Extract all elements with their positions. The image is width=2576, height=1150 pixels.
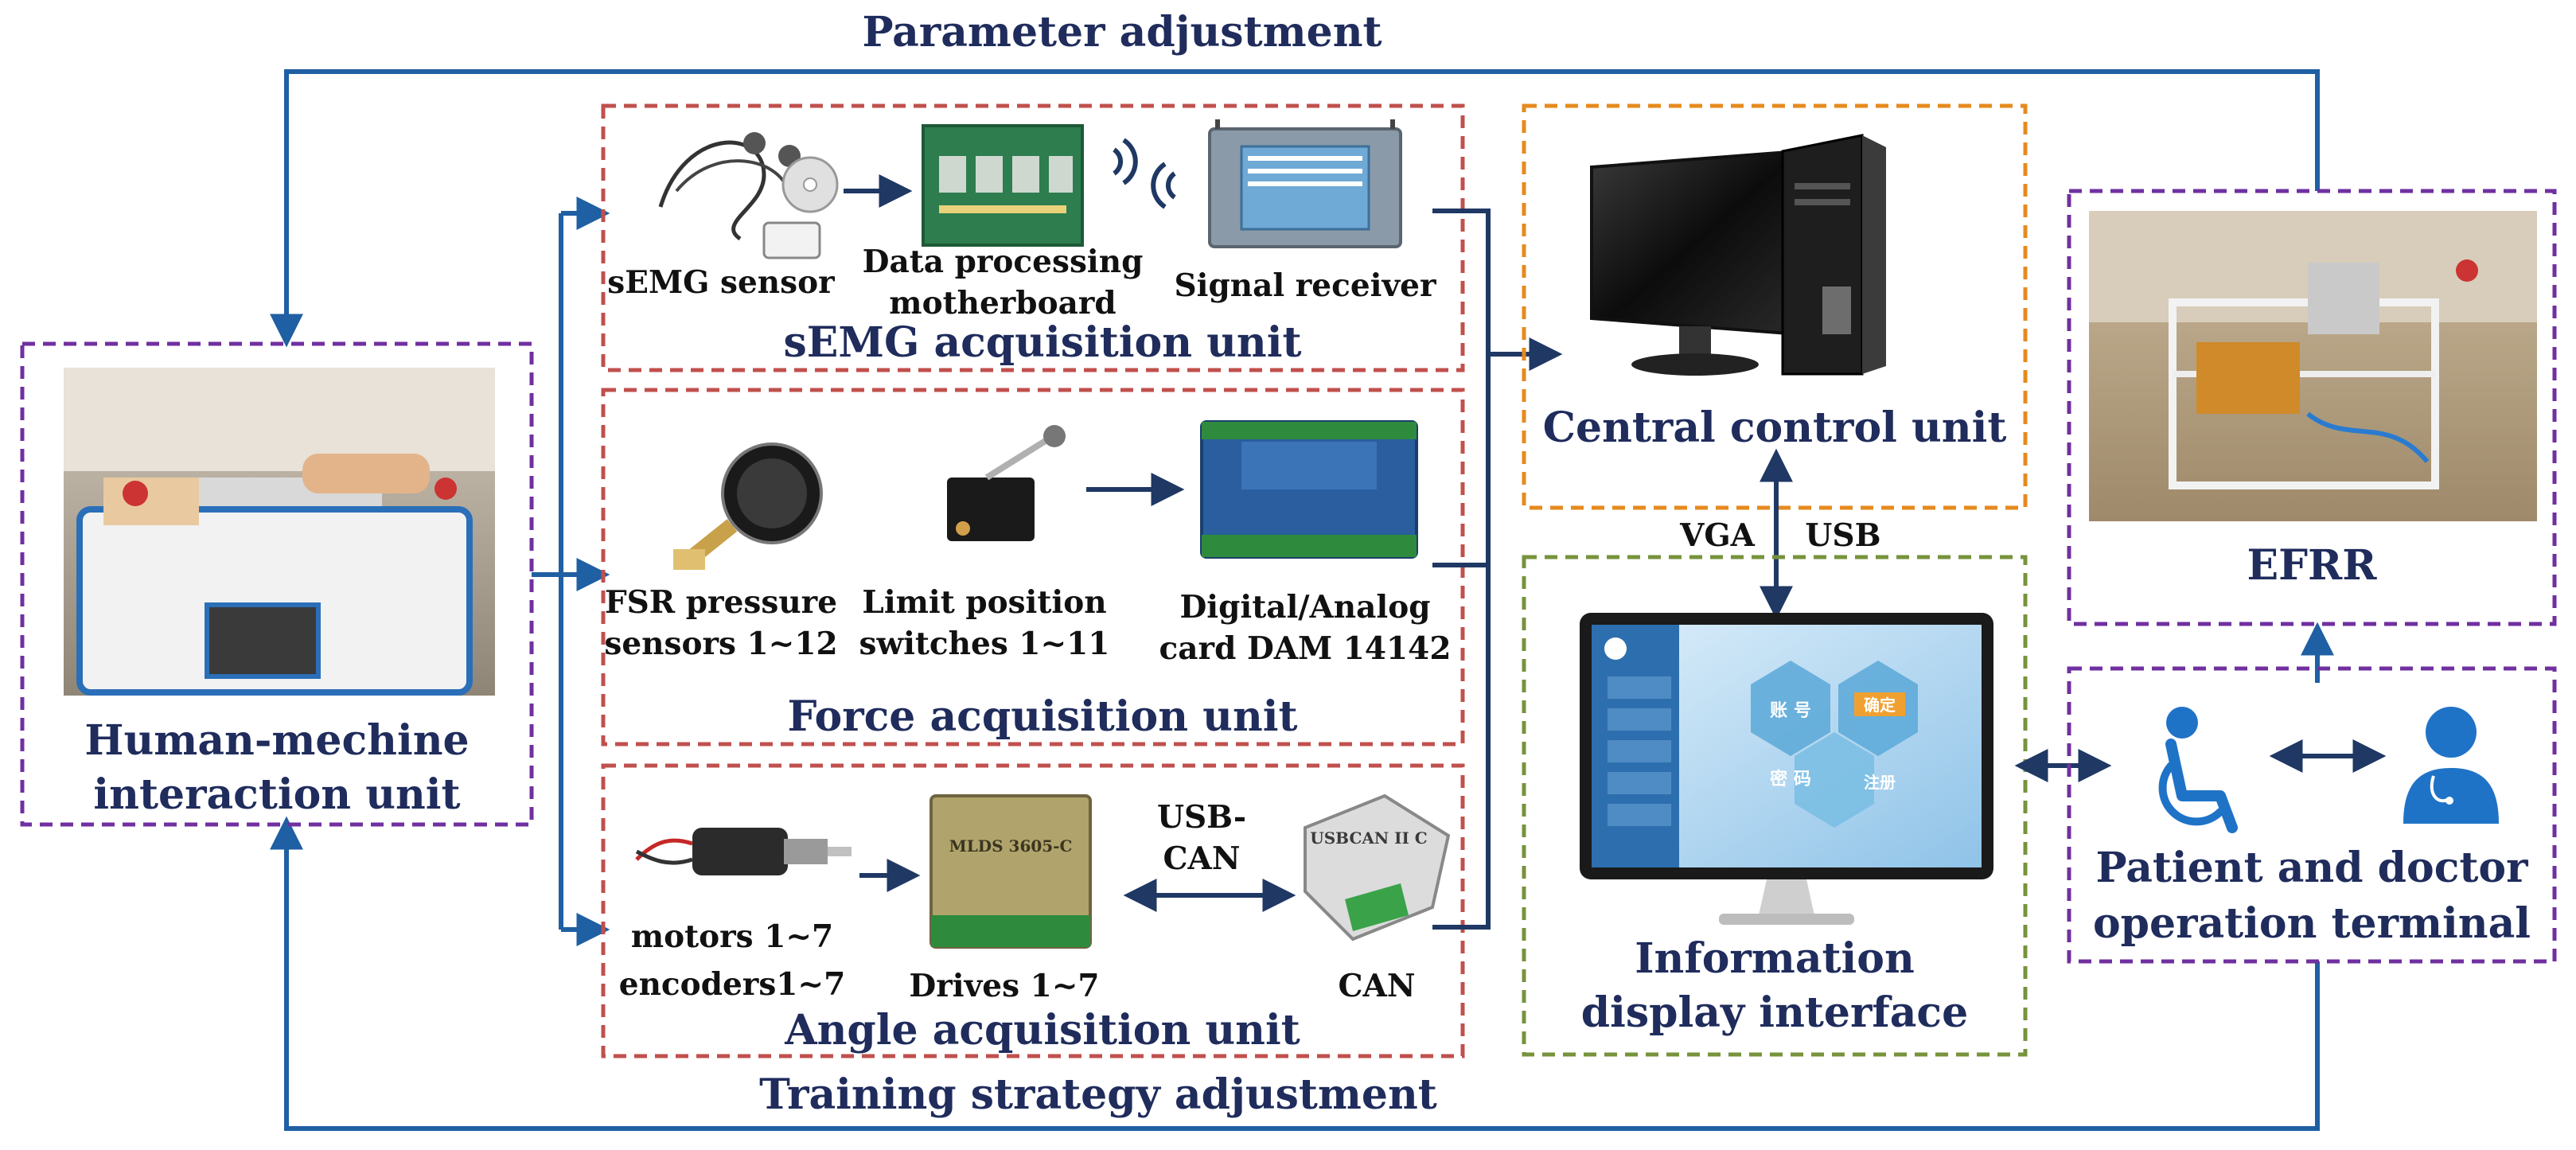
hmi-unit-box: [20, 341, 534, 827]
motors-label-line1: motors 1~7: [631, 918, 833, 955]
board-label-line2: motherboard: [889, 285, 1116, 322]
board-label-line1: Data processing: [863, 244, 1144, 280]
vga-label: VGA: [1679, 517, 1756, 554]
training-strategy-label: Training strategy adjustment: [759, 1070, 1437, 1119]
switch-label-line1: Limit position: [862, 584, 1106, 621]
central-control-title: Central control unit: [1543, 403, 2007, 452]
fsr-sensor-image: [673, 442, 823, 570]
display-interface-box: [1522, 555, 2028, 1057]
terminal-title-line1: Patient and doctor: [2096, 844, 2529, 892]
semg-unit-box: [601, 103, 1465, 372]
signal-receiver-label: Signal receiver: [1174, 267, 1436, 304]
hmi-title-line2: interaction unit: [93, 770, 460, 819]
force-unit-title: Force acquisition unit: [787, 692, 1297, 741]
card-label-line2: card DAM 14142: [1159, 630, 1452, 667]
angle-unit-title: Angle acquisition unit: [784, 1006, 1300, 1054]
data-processing-board-image: [922, 124, 1084, 247]
drive-model-label: MLDS 3605-C: [949, 836, 1073, 856]
display-title-line1: Information: [1635, 934, 1915, 983]
angle-unit-box: [601, 763, 1465, 1058]
dam-card-image: [1200, 420, 1418, 559]
efrr-robot-photo: [2089, 211, 2537, 521]
screen-register-link: 注册: [1864, 773, 1896, 792]
hmi-fanout-arrows: [532, 197, 610, 946]
screen-account-field: 账 号: [1770, 700, 1811, 721]
card-label-line1: Digital/Analog: [1179, 589, 1430, 626]
operation-terminal-box: [2067, 666, 2557, 964]
training-strategy-loop: [270, 816, 2320, 1131]
wheelchair-patient-icon: [2158, 707, 2238, 833]
usbcan-label-line1: USB-: [1157, 799, 1246, 836]
screen-confirm-button: 确定: [1864, 696, 1896, 715]
can-label: CAN: [1339, 968, 1416, 1004]
screen-password-field: 密 码: [1770, 769, 1811, 789]
parameter-adjustment-label: Parameter adjustment: [862, 8, 1382, 57]
semg-sensor-image: [658, 132, 839, 259]
drives-label: Drives 1~7: [909, 968, 1099, 1004]
usbcan-device-image: USBCAN II C: [1304, 793, 1451, 941]
desktop-computer-image: [1590, 134, 1886, 376]
limit-switch-image: [947, 425, 1066, 541]
semg-sensor-label: sEMG sensor: [607, 264, 835, 301]
usb-label: USB: [1805, 517, 1880, 554]
units-to-central-bus: [1432, 209, 1563, 930]
efrr-title: EFRR: [2247, 541, 2378, 590]
usbcan-device-label: USBCAN II C: [1310, 828, 1427, 848]
semg-unit-title: sEMG acquisition unit: [783, 318, 1301, 367]
information-display-screen: 账 号 密 码 确定 注册: [1580, 613, 1993, 925]
fsr-label-line2: sensors 1~12: [604, 626, 837, 662]
drive-image: MLDS 3605-C: [929, 794, 1092, 949]
parameter-adjustment-loop: [270, 69, 2320, 348]
wireless-icon: [1113, 138, 1176, 209]
motor-encoder-image: [635, 828, 852, 875]
usbcan-label-line2: CAN: [1163, 840, 1241, 877]
hmi-title-line1: Human-mechine: [84, 716, 469, 765]
central-control-box: [1522, 103, 2028, 510]
switch-label-line2: switches 1~11: [859, 626, 1110, 662]
hmi-device-photo: [64, 368, 495, 696]
terminal-title-line2: operation terminal: [2093, 899, 2531, 948]
signal-receiver-image: [1208, 119, 1402, 248]
display-title-line2: display interface: [1581, 988, 1968, 1037]
fsr-label-line1: FSR pressure: [605, 584, 837, 621]
doctor-icon: [2403, 707, 2499, 824]
motors-label-line2: encoders1~7: [619, 966, 845, 1003]
